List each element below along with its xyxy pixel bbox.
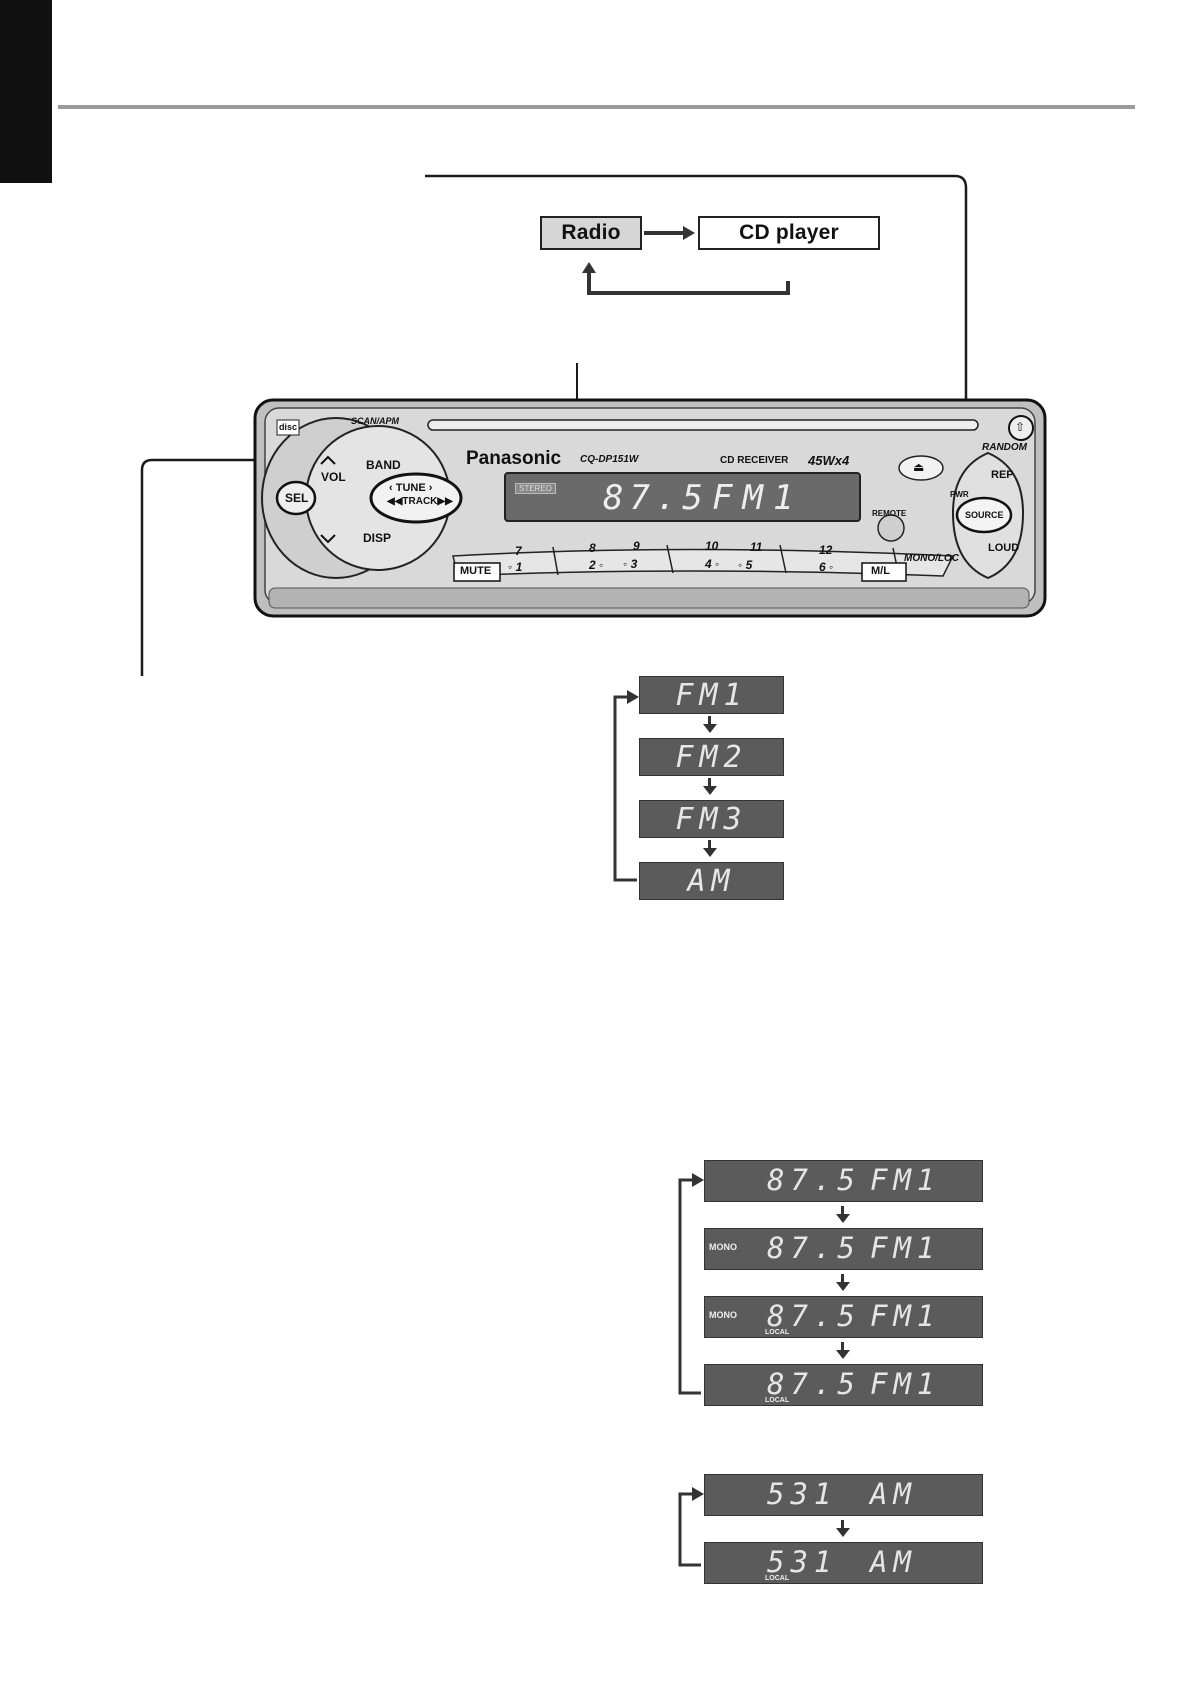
fm-cycle-display-2: MONO 87.5 FM1 bbox=[704, 1228, 983, 1270]
preset-4-label: 4 bbox=[705, 557, 712, 571]
mute-button[interactable]: MUTE bbox=[460, 565, 492, 577]
fm-arrow-3 bbox=[836, 1342, 850, 1359]
band-cycle-fm2: FM2 bbox=[639, 738, 784, 776]
fm-cycle-2-mono: MONO bbox=[709, 1242, 737, 1252]
stereo-indicator: STEREO bbox=[515, 483, 556, 494]
band-cycle-fm3: FM3 bbox=[639, 800, 784, 838]
preset-12-label: 12 bbox=[819, 543, 833, 557]
track-label: TRACK bbox=[402, 496, 438, 507]
band-cycle-fm1-text: FM1 bbox=[675, 677, 748, 713]
fm-cycle-3-freq: 87.5 bbox=[767, 1299, 861, 1333]
am-cycle-1-freq: 531 bbox=[767, 1477, 838, 1511]
receiver-label: CD RECEIVER bbox=[720, 455, 789, 466]
preset-7-label: 7 bbox=[515, 544, 522, 558]
fm-cycle-display-3: MONO 87.5 FM1 LOCAL bbox=[704, 1296, 983, 1338]
display-band: FM1 bbox=[712, 478, 804, 518]
preset-11-label: 11 bbox=[750, 540, 763, 554]
random-label[interactable]: RANDOM bbox=[982, 442, 1027, 453]
model-number: CQ-DP151W bbox=[580, 454, 639, 465]
track-button[interactable]: ◀◀TRACK▶▶ bbox=[387, 496, 453, 507]
fm-cycle-display-4: 87.5 FM1 LOCAL bbox=[704, 1364, 983, 1406]
loud-button[interactable]: LOUD bbox=[988, 542, 1020, 554]
ml-button[interactable]: M/L bbox=[871, 565, 890, 577]
preset-6-label: 6 bbox=[819, 560, 826, 574]
preset-10-label: 10 bbox=[705, 539, 719, 553]
preset-8-label: 8 bbox=[589, 541, 596, 555]
brand-logo: Panasonic bbox=[466, 448, 562, 469]
preset-3-label: 3 bbox=[630, 557, 638, 571]
fm-cycle-3-band: FM1 bbox=[870, 1299, 941, 1333]
band-arrow-1 bbox=[703, 716, 717, 733]
scan-apm-label: SCAN/APM bbox=[351, 416, 400, 426]
flow-radio-box: Radio bbox=[540, 216, 642, 250]
flow-radio-label: Radio bbox=[561, 221, 621, 244]
band-cycle-am: AM bbox=[639, 862, 784, 900]
mono-loc-label: MONO/LOC bbox=[904, 553, 959, 564]
vol-label[interactable]: VOL bbox=[321, 470, 346, 484]
fm-cycle-1-band: FM1 bbox=[870, 1163, 941, 1197]
fm-cycle-3-local: LOCAL bbox=[765, 1329, 790, 1336]
header-rule bbox=[58, 105, 1135, 109]
open-panel-icon: ⇧ bbox=[1015, 420, 1026, 434]
fm-cycle-1-freq: 87.5 bbox=[767, 1163, 861, 1197]
eject-button[interactable]: ⏏ bbox=[913, 460, 924, 474]
band-cycle-fm1: FM1 bbox=[639, 676, 784, 714]
flow-cd-player-label: CD player bbox=[739, 221, 839, 244]
band-cycle-am-text: AM bbox=[687, 863, 736, 899]
fm-arrow-2 bbox=[836, 1274, 850, 1291]
fm-cycle-2-freq: 87.5 bbox=[767, 1231, 861, 1265]
head-unit-body bbox=[253, 398, 1047, 618]
preset-9-label: 9 bbox=[633, 539, 640, 553]
fm-cycle-4-local: LOCAL bbox=[765, 1397, 790, 1404]
flow-cd-player-box: CD player bbox=[698, 216, 880, 250]
tune-label: TUNE bbox=[395, 482, 426, 494]
fm-cycle-4-band: FM1 bbox=[870, 1367, 941, 1401]
preset-5-label: 5 bbox=[745, 558, 753, 572]
band-cycle-fm2-text: FM2 bbox=[675, 739, 748, 775]
band-arrow-2 bbox=[703, 778, 717, 795]
source-button[interactable]: SOURCE bbox=[965, 510, 1004, 520]
band-arrow-3 bbox=[703, 840, 717, 857]
display-frequency: 87.5 bbox=[603, 478, 709, 518]
am-cycle-2-freq: 531 bbox=[767, 1545, 838, 1579]
open-panel-button[interactable]: ⇧ bbox=[1015, 420, 1025, 434]
am-arrow-1 bbox=[836, 1520, 850, 1537]
fm-arrow-1 bbox=[836, 1206, 850, 1223]
preset-1-button[interactable]: ◦ 1 bbox=[508, 560, 523, 574]
eject-icon: ⏏ bbox=[913, 460, 925, 474]
section-tab bbox=[0, 0, 52, 183]
preset-2-label: 2 bbox=[589, 558, 596, 572]
am-cycle-display-1: 531 AM bbox=[704, 1474, 983, 1516]
pwr-label: PWR bbox=[950, 490, 969, 499]
fm-cycle-display-1: 87.5 FM1 bbox=[704, 1160, 983, 1202]
am-cycle-1-band: AM bbox=[870, 1477, 917, 1511]
preset-5-button[interactable]: ◦ 5 bbox=[738, 558, 753, 572]
band-cycle-fm3-text: FM3 bbox=[675, 801, 748, 837]
preset-1-label: 1 bbox=[515, 560, 523, 574]
tune-button[interactable]: ‹ TUNE › bbox=[389, 482, 433, 494]
power-rating: 45Wx4 bbox=[808, 453, 850, 468]
preset-4-button[interactable]: 4 ◦ bbox=[705, 557, 720, 571]
preset-6-button[interactable]: 6 ◦ bbox=[819, 560, 834, 574]
compact-disc-logo: disc bbox=[279, 422, 298, 432]
am-cycle-2-band: AM bbox=[870, 1545, 917, 1579]
fm-cycle-4-freq: 87.5 bbox=[767, 1367, 861, 1401]
preset-3-button[interactable]: ◦ 3 bbox=[623, 557, 638, 571]
fm-cycle-3-mono: MONO bbox=[709, 1310, 737, 1320]
am-cycle-display-2: 531 AM LOCAL bbox=[704, 1542, 983, 1584]
head-unit: disc SCAN/APM VOL BAND SEL ‹ TUNE › ◀◀TR… bbox=[253, 398, 1048, 620]
disp-button[interactable]: DISP bbox=[363, 531, 392, 545]
band-button[interactable]: BAND bbox=[366, 458, 401, 472]
am-cycle-2-local: LOCAL bbox=[765, 1575, 790, 1582]
fm-cycle-2-band: FM1 bbox=[870, 1231, 941, 1265]
remote-sensor-label: REMOTE bbox=[872, 509, 907, 518]
sel-button[interactable]: SEL bbox=[285, 491, 309, 505]
preset-2-button[interactable]: 2 ◦ bbox=[589, 558, 604, 572]
rep-button[interactable]: REP bbox=[991, 469, 1014, 481]
